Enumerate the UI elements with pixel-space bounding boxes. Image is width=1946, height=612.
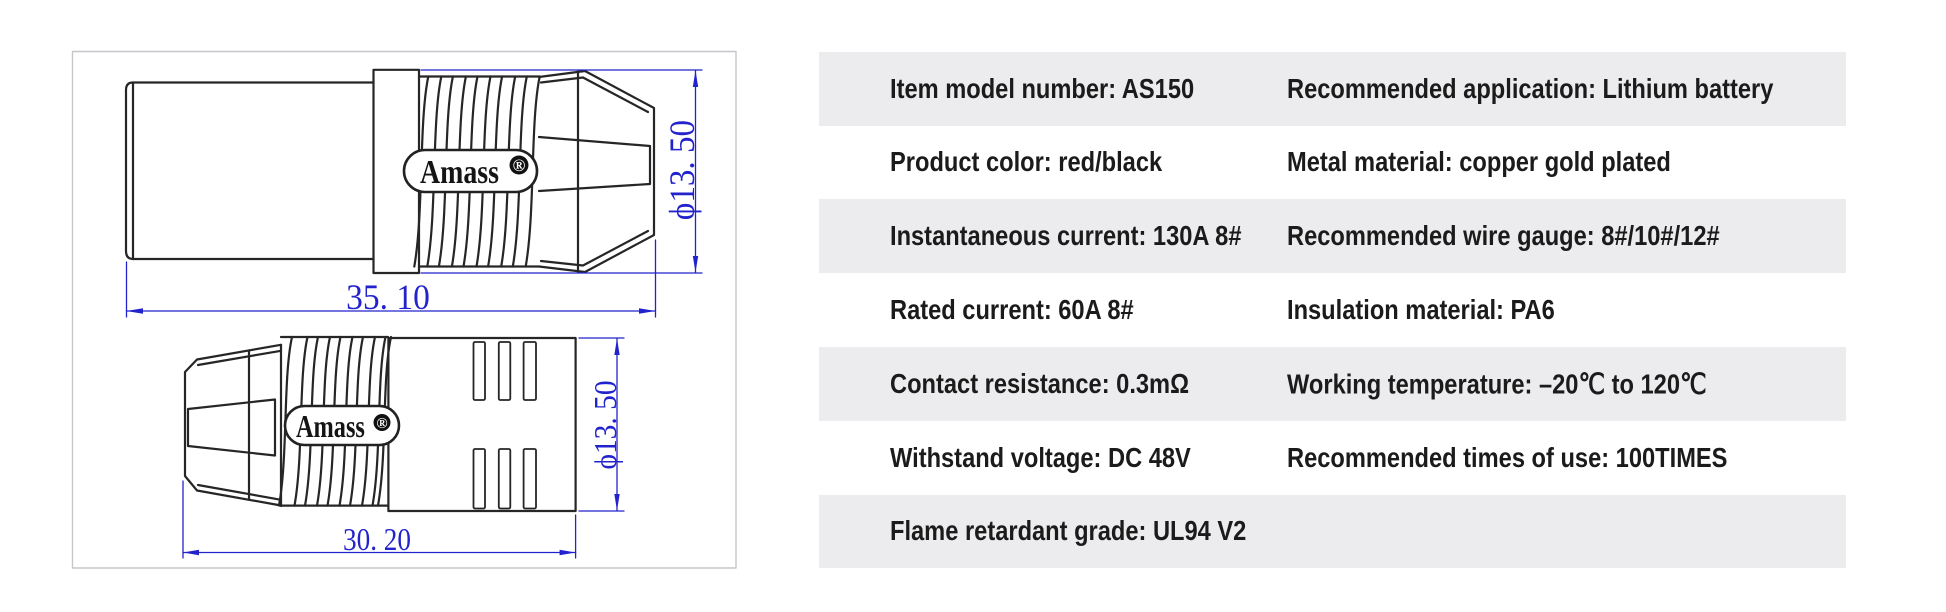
svg-text:35. 10: 35. 10 [346,277,430,317]
svg-text:®: ® [376,416,387,432]
svg-text:®: ® [513,156,526,175]
svg-text:Amass: Amass [420,152,499,190]
svg-text:30. 20: 30. 20 [343,523,411,557]
svg-text:ϕ13. 50: ϕ13. 50 [588,380,623,469]
svg-text:ϕ13. 50: ϕ13. 50 [663,120,703,220]
svg-text:Amass: Amass [296,410,365,445]
